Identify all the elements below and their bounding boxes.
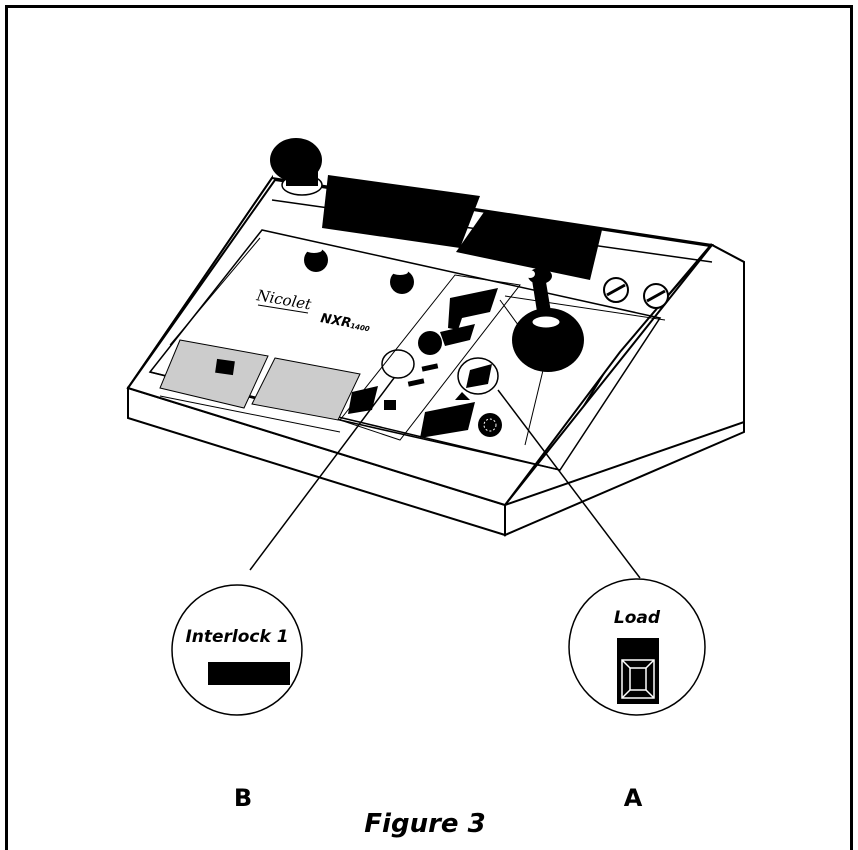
key-switch[interactable] [603, 277, 629, 303]
display-left [322, 175, 480, 248]
interlock-indicator [208, 662, 290, 685]
center-subpanel [339, 274, 521, 441]
joystick[interactable] [512, 268, 584, 372]
button-cluster-right[interactable] [420, 402, 475, 438]
model-number: 1400 [350, 322, 371, 333]
interlock-label: Interlock 1 [185, 627, 288, 647]
knob[interactable] [304, 247, 328, 272]
control-block [448, 288, 498, 330]
knob[interactable] [418, 331, 442, 355]
figure-caption: Figure 3 [364, 809, 485, 839]
knob[interactable] [390, 269, 414, 294]
load-button-icon [617, 638, 659, 704]
knob[interactable] [478, 413, 502, 437]
figure-frame [5, 5, 853, 850]
leader-line-b [249, 377, 395, 571]
gray-panel [251, 357, 361, 421]
callout-interlock: Interlock 1 [171, 584, 303, 716]
leader-line-a [497, 389, 641, 579]
callout-letter-b: B [234, 784, 252, 812]
callout-load: Load [568, 578, 706, 716]
load-label: Load [614, 608, 661, 628]
load-button-small[interactable] [466, 364, 492, 388]
button-cluster-left[interactable] [348, 386, 378, 414]
model-label: NXR [319, 311, 352, 331]
callout-letter-a: A [624, 784, 643, 812]
display-right [456, 212, 602, 280]
emergency-stop-button[interactable] [270, 138, 323, 196]
key-switch[interactable] [643, 283, 669, 309]
